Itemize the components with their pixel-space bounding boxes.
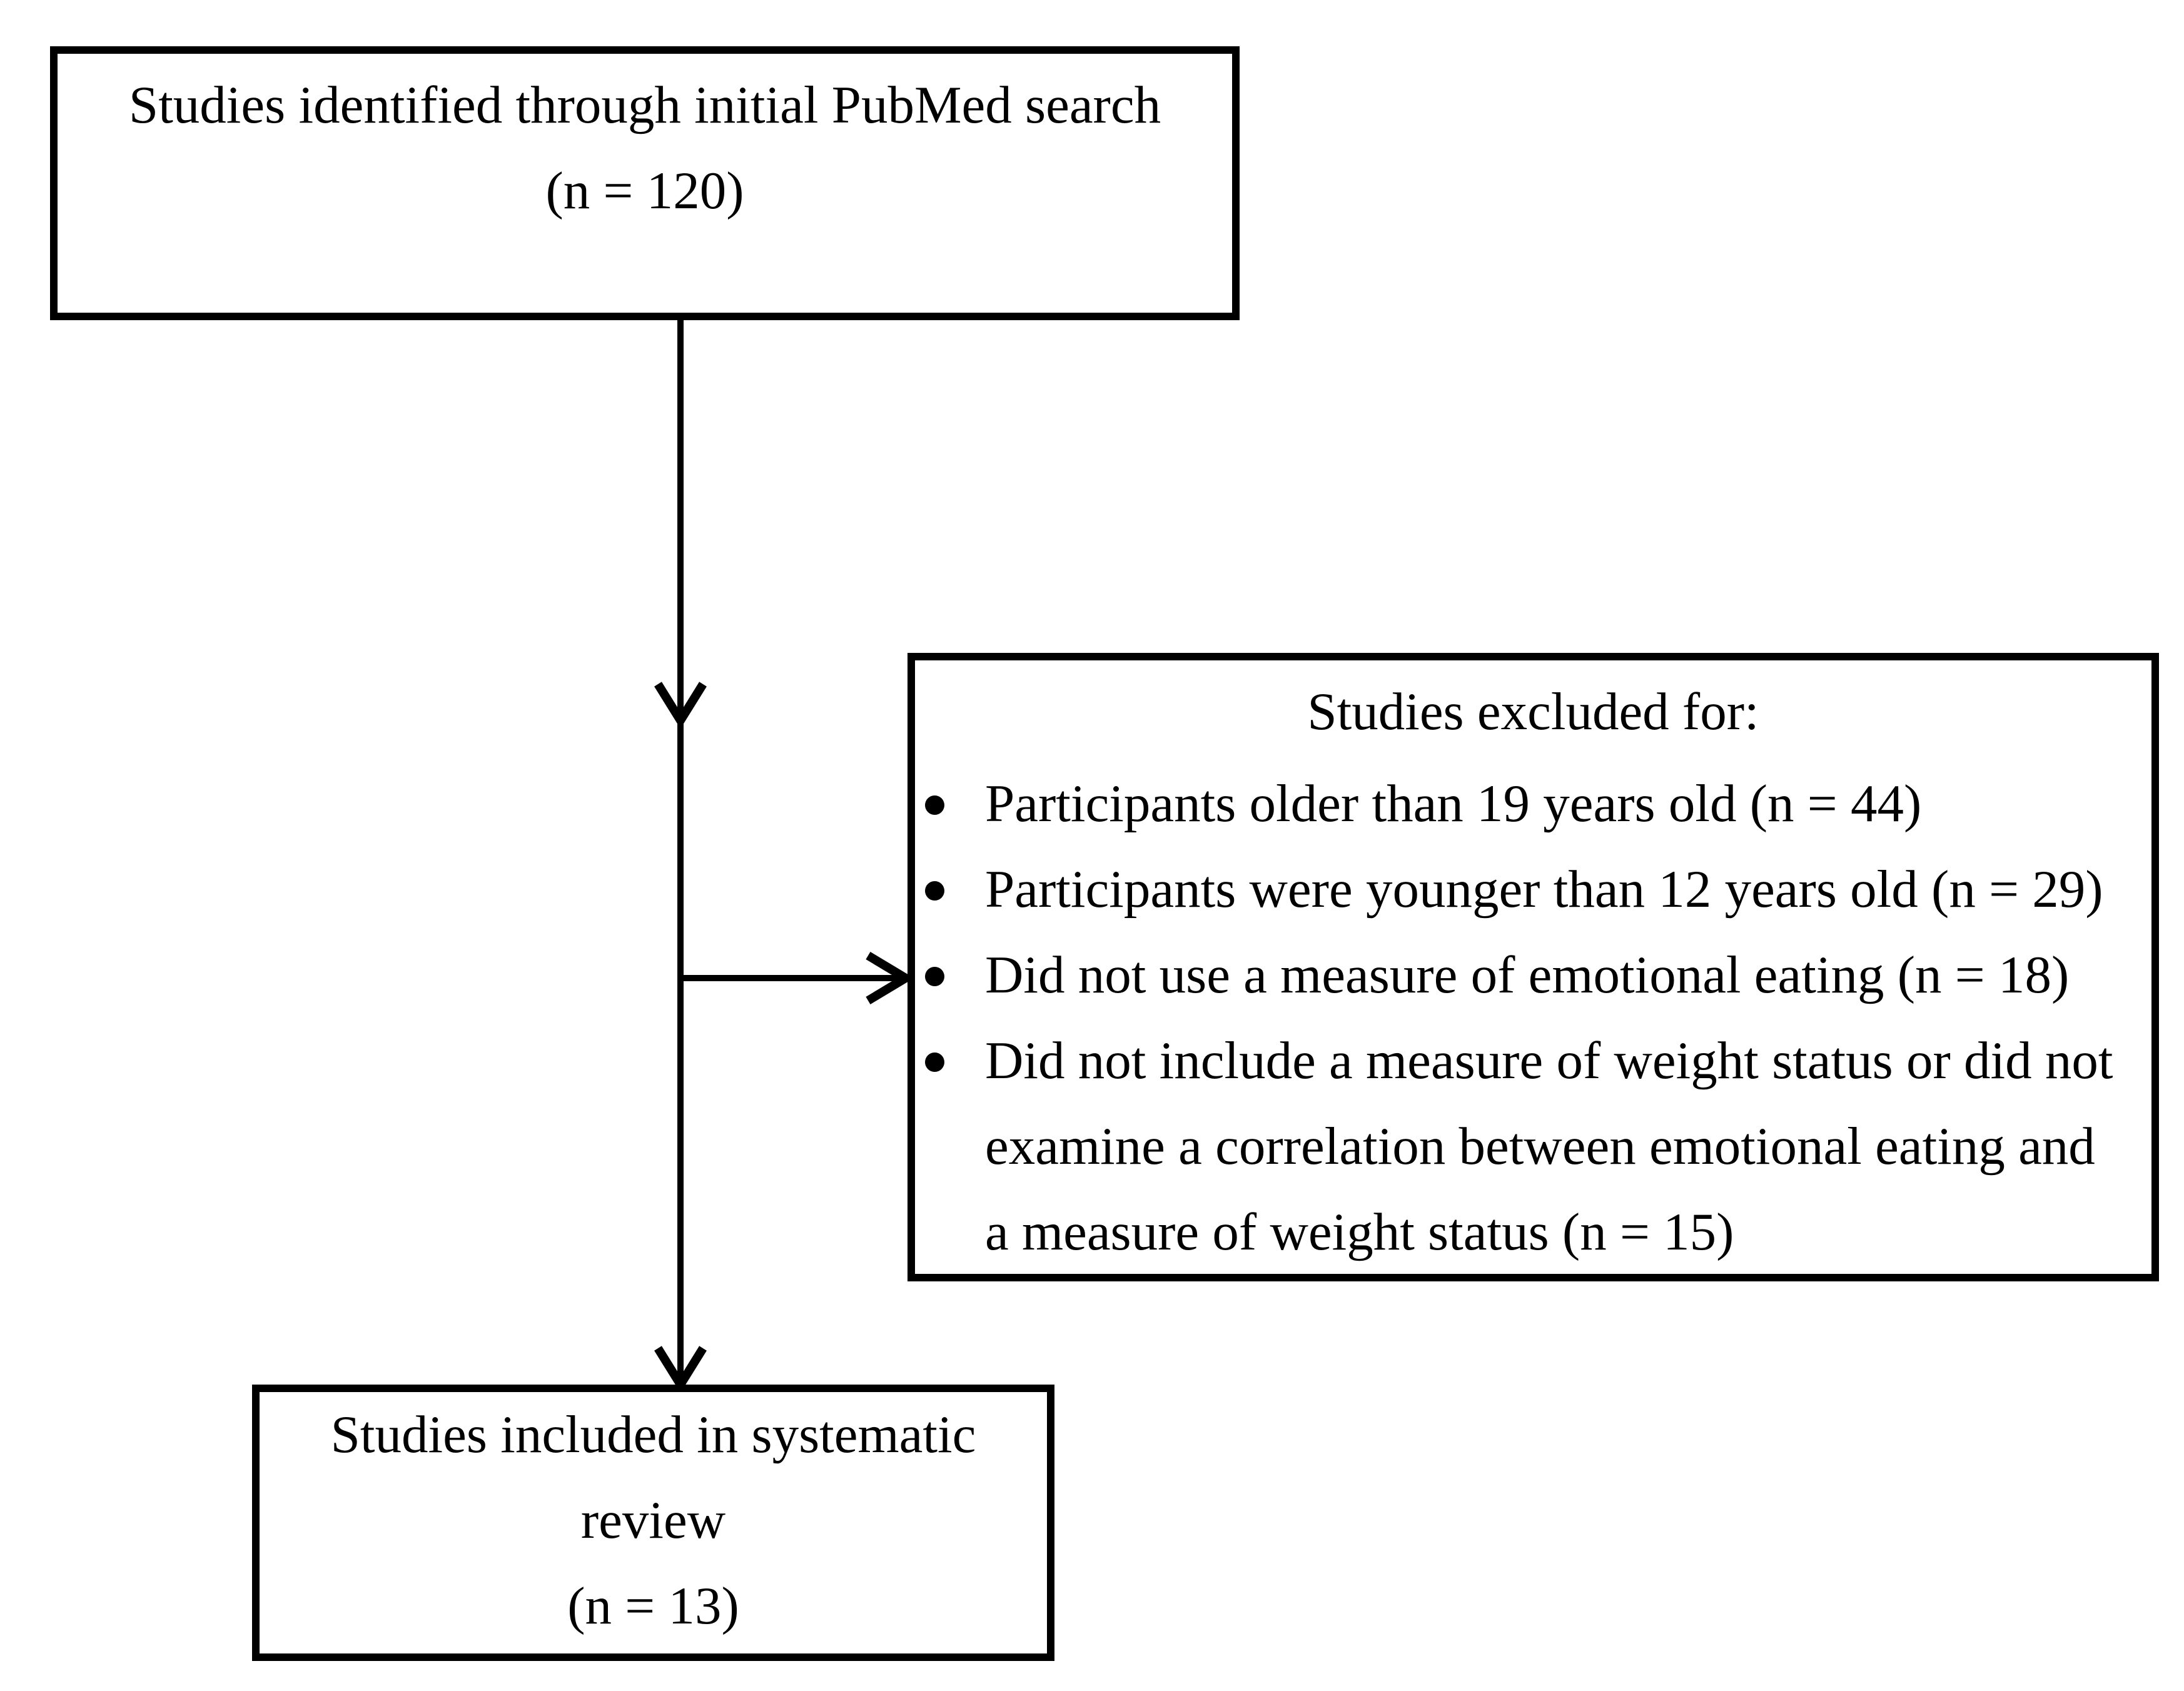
down-arrowhead-mid-icon <box>654 682 707 729</box>
included-box: Studies included in systematic review (n… <box>252 1385 1054 1661</box>
excluded-reason-item: Participants older than 19 years old (n … <box>915 761 2151 847</box>
identified-label: Studies identified through initial PubMe… <box>128 76 1161 134</box>
excluded-reason-text: Participants were younger than 12 years … <box>985 860 2103 919</box>
included-count: (n = 13) <box>567 1577 739 1635</box>
excluded-title: Studies excluded for: <box>1307 682 1759 741</box>
excluded-reason-text: Did not use a measure of emotional eatin… <box>985 946 2070 1004</box>
identified-count: (n = 120) <box>545 161 744 220</box>
excluded-reason-item: Did not include a measure of weight stat… <box>915 1018 2151 1275</box>
excluded-box: Studies excluded for: Participants older… <box>907 653 2159 1281</box>
excluded-reason-item: Did not use a measure of emotional eatin… <box>915 932 2151 1018</box>
excluded-reason-text: Did not include a measure of weight stat… <box>985 1031 2113 1261</box>
excluded-reason-text: Participants older than 19 years old (n … <box>985 774 1922 833</box>
right-arrowhead-icon <box>866 951 914 1005</box>
included-label: Studies included in systematic review <box>330 1405 976 1550</box>
bullet-icon <box>925 795 944 815</box>
identified-box: Studies identified through initial PubMe… <box>50 46 1240 320</box>
bullet-icon <box>925 967 944 986</box>
excluded-reason-item: Participants were younger than 12 years … <box>915 847 2151 932</box>
bullet-icon <box>925 1052 944 1072</box>
bullet-icon <box>925 881 944 901</box>
excluded-reason-list: Participants older than 19 years old (n … <box>915 761 2151 1275</box>
